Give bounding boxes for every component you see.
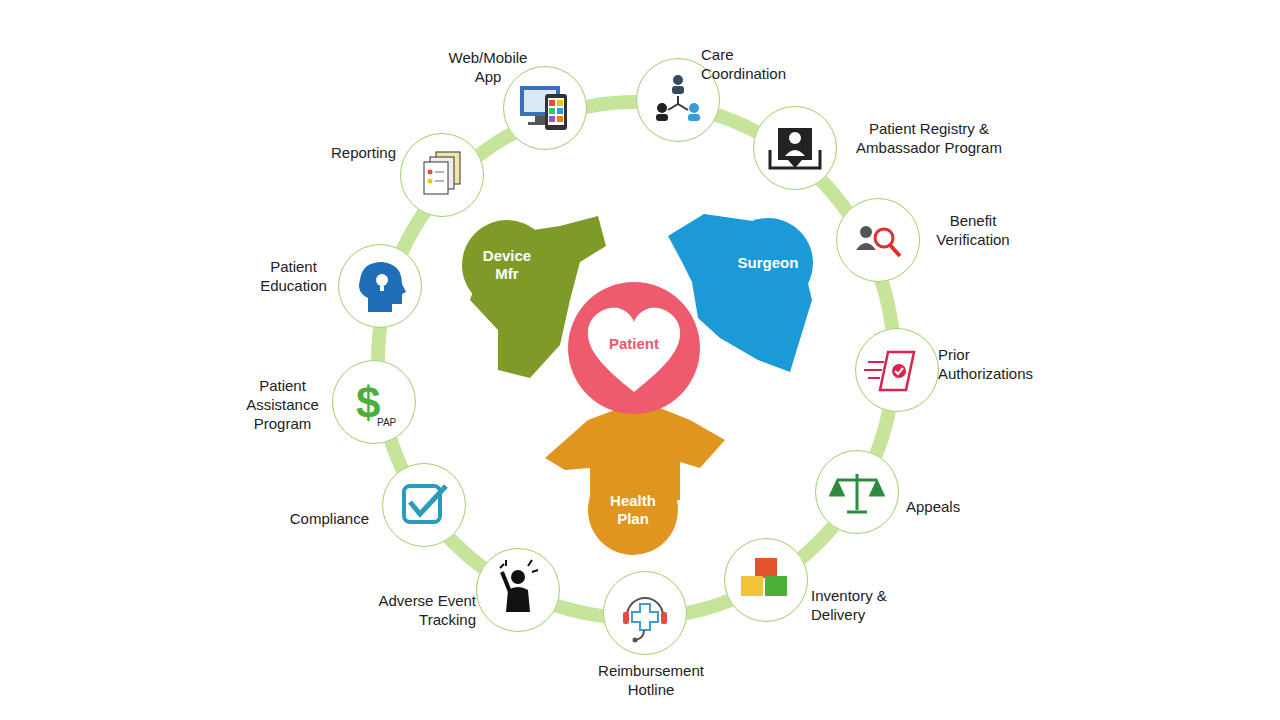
feature-circle: Appeals — [815, 450, 899, 534]
auth-icon — [864, 352, 914, 390]
feature-label: Patient Education — [246, 257, 341, 295]
adverse-icon — [500, 560, 538, 612]
feature-label: Web/Mobile App — [438, 48, 538, 86]
feature-circle: Patient Assistance ProgramPAP — [332, 360, 416, 444]
head-icon — [359, 262, 406, 312]
feature-circle: Patient Education — [338, 244, 422, 328]
verify-icon — [856, 226, 900, 256]
icon-tag: PAP — [377, 417, 396, 428]
hub-label: Patient — [594, 335, 674, 353]
feature-label: Reporting — [311, 143, 396, 162]
feature-circle: Compliance — [382, 463, 466, 547]
boxes-icon — [741, 558, 787, 596]
feature-circle: Adverse Event Tracking — [476, 548, 560, 632]
feature-label: Appeals — [906, 497, 986, 516]
check-icon — [404, 486, 446, 522]
care-icon — [656, 75, 700, 121]
svg-text:$: $ — [356, 378, 380, 427]
hub-circle: Device Mfr — [462, 220, 552, 310]
feature-label: Compliance — [269, 509, 369, 528]
hub-label: Health Plan — [598, 492, 668, 528]
feature-circle: Web/Mobile App — [503, 66, 587, 150]
feature-label: Adverse Event Tracking — [349, 591, 476, 629]
feature-label: Inventory & Delivery — [811, 586, 911, 624]
icon-grounds — [332, 58, 939, 655]
feature-circle: Patient Registry & Ambassador Program — [753, 106, 837, 190]
hotline-icon — [623, 598, 667, 643]
feature-label: Patient Assistance Program — [239, 376, 326, 433]
feature-circle: Benefit Verification — [836, 198, 920, 282]
feature-circle: Reimbursement Hotline — [603, 571, 687, 655]
hub-circle: Surgeon — [723, 218, 813, 308]
scales-icon — [831, 474, 883, 512]
hub-circle: Health Plan — [588, 465, 678, 555]
feature-circle: Reporting — [400, 133, 484, 217]
feature-label: Reimbursement Hotline — [581, 661, 721, 699]
feature-label: Patient Registry & Ambassador Program — [839, 119, 1019, 157]
ring-band — [378, 102, 894, 618]
report-icon — [424, 152, 460, 194]
feature-circle: Inventory & Delivery — [724, 538, 808, 622]
feature-label: Care Coordination — [701, 45, 813, 83]
hub-label: Device Mfr — [472, 247, 542, 283]
app-icon — [520, 86, 567, 130]
hub-label: Surgeon — [728, 254, 808, 272]
registry-icon — [770, 128, 820, 168]
feature-label: Prior Authorizations — [938, 345, 1048, 383]
feature-label: Benefit Verification — [923, 211, 1023, 249]
feature-circle: Care Coordination — [636, 58, 720, 142]
hub-circle: Patient — [568, 282, 700, 414]
dollar-icon: $ — [356, 378, 380, 427]
feature-circle: Prior Authorizations — [855, 328, 939, 412]
